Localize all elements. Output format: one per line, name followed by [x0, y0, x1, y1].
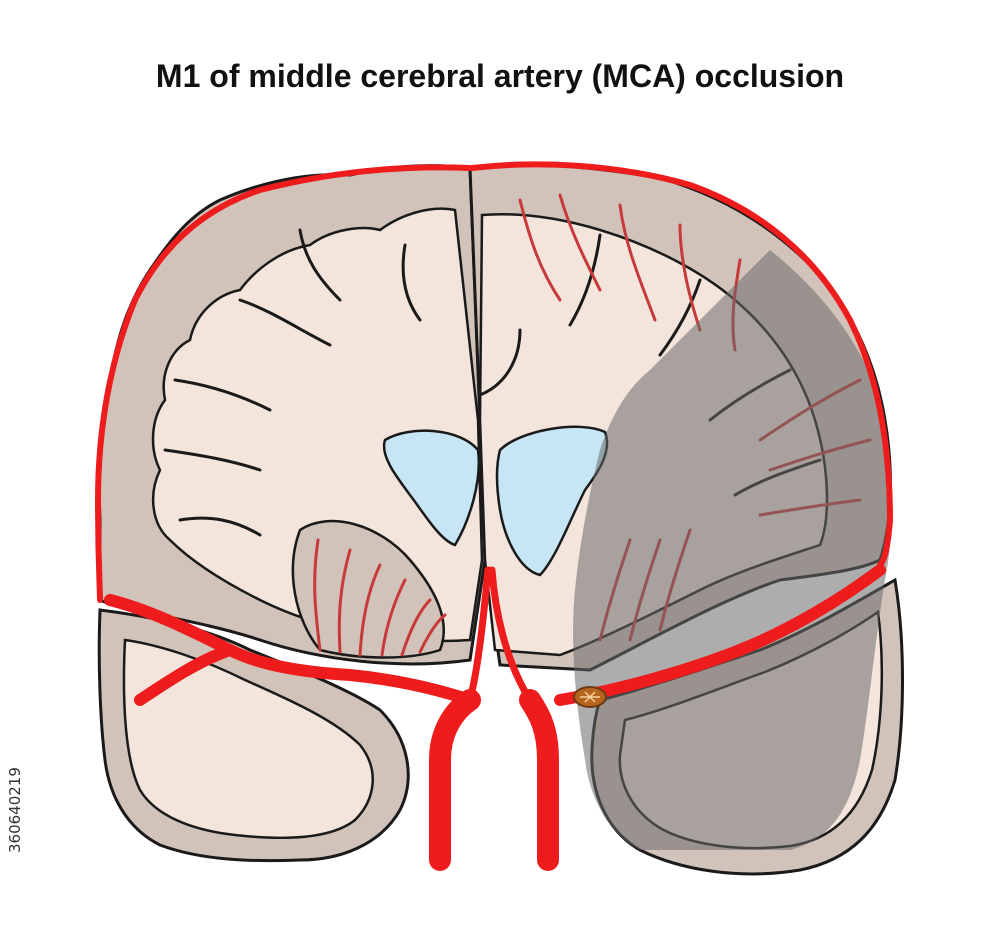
left-lenticulostriate-branches	[313, 538, 447, 657]
diagram-title: M1 of middle cerebral artery (MCA) occlu…	[155, 58, 845, 94]
left-basal-ganglia	[291, 519, 445, 659]
clot-icon	[573, 686, 607, 708]
anterior-cerebral-artery	[466, 566, 534, 704]
left-middle-cerebral-artery	[104, 594, 476, 706]
right-lateral-ventricle	[495, 425, 609, 577]
left-internal-carotid-artery	[429, 689, 481, 871]
left-sulci	[163, 228, 422, 537]
right-internal-carotid-artery	[519, 689, 559, 871]
infarct-region	[573, 250, 892, 850]
left-cortical-artery	[94, 164, 473, 603]
right-cortical-artery	[469, 161, 894, 568]
left-white-matter	[151, 207, 484, 643]
right-middle-cerebral-artery	[554, 564, 886, 706]
left-lateral-ventricle	[382, 429, 480, 547]
left-temporal-white-matter	[122, 638, 374, 840]
